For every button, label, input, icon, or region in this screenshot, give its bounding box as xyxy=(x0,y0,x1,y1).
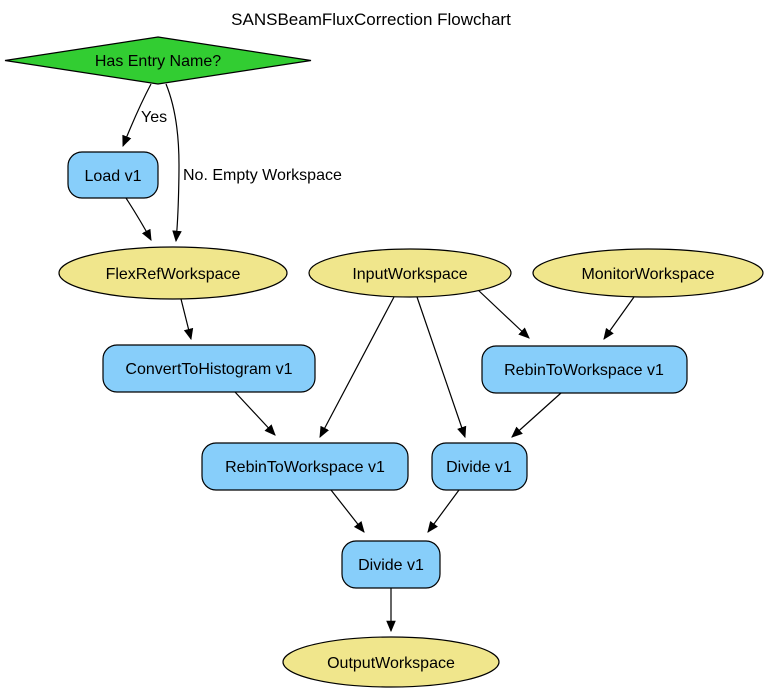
algorithm-box xyxy=(481,345,688,394)
node-label: RebinToWorkspace v1 xyxy=(504,362,664,379)
edge-rebinmid-to-dividebottom xyxy=(330,489,365,533)
node-label: OutputWorkspace xyxy=(327,655,455,672)
edge-input-to-dividemid xyxy=(416,296,467,439)
node-inputworkspace: InputWorkspace xyxy=(308,248,512,298)
node-rebintoworkspace-mid: RebinToWorkspace v1 xyxy=(201,442,409,491)
node-label: RebinToWorkspace v1 xyxy=(225,459,385,476)
node-load: Load v1 xyxy=(67,151,159,199)
workspace-ellipse xyxy=(282,636,500,688)
node-monitorworkspace: MonitorWorkspace xyxy=(532,248,764,298)
node-divide-bottom: Divide v1 xyxy=(341,540,441,589)
algorithm-box xyxy=(431,442,528,491)
algorithm-box xyxy=(201,442,409,491)
node-label: FlexRefWorkspace xyxy=(106,266,241,283)
diagram-title: SANSBeamFluxCorrection Flowchart xyxy=(231,10,511,29)
workspace-ellipse xyxy=(532,248,764,298)
node-label: Divide v1 xyxy=(358,557,424,574)
algorithm-box xyxy=(341,540,441,589)
workspace-ellipse xyxy=(308,248,512,298)
edge-group xyxy=(122,83,635,633)
diamond-shape xyxy=(4,36,312,85)
edge-rebinright-to-dividemid xyxy=(511,392,562,438)
edge-decision-to-flexref xyxy=(165,83,182,243)
algorithm-box xyxy=(67,151,159,199)
node-flexrefworkspace: FlexRefWorkspace xyxy=(58,246,288,300)
node-rebintoworkspace-right: RebinToWorkspace v1 xyxy=(481,345,688,394)
node-has-entry-name: Has Entry Name? xyxy=(4,36,312,85)
edge-load-to-flexref xyxy=(125,197,152,242)
node-label: InputWorkspace xyxy=(352,266,467,283)
node-label: Has Entry Name? xyxy=(95,53,221,70)
edge-dividemid-to-dividebottom xyxy=(427,489,460,533)
workspace-ellipse xyxy=(58,246,288,300)
edge-label-no-empty-workspace: No. Empty Workspace xyxy=(183,167,342,184)
algorithm-box xyxy=(102,344,316,393)
edge-decision-to-load xyxy=(122,83,152,148)
node-label: Divide v1 xyxy=(446,459,512,476)
node-label: Load v1 xyxy=(85,168,142,185)
edge-flexref-to-convert xyxy=(180,298,194,341)
edge-input-to-rebinmid xyxy=(319,296,395,439)
node-label: MonitorWorkspace xyxy=(581,266,714,283)
node-outputworkspace: OutputWorkspace xyxy=(282,636,500,688)
node-converttohistogram: ConvertToHistogram v1 xyxy=(102,344,316,393)
edge-monitor-to-rebinright xyxy=(603,296,635,340)
node-divide-mid: Divide v1 xyxy=(431,442,528,491)
node-label: ConvertToHistogram v1 xyxy=(125,361,292,378)
edge-input-to-rebinright xyxy=(476,288,530,339)
edge-convert-to-rebinmid xyxy=(234,391,276,436)
edge-label-yes: Yes xyxy=(141,109,167,126)
